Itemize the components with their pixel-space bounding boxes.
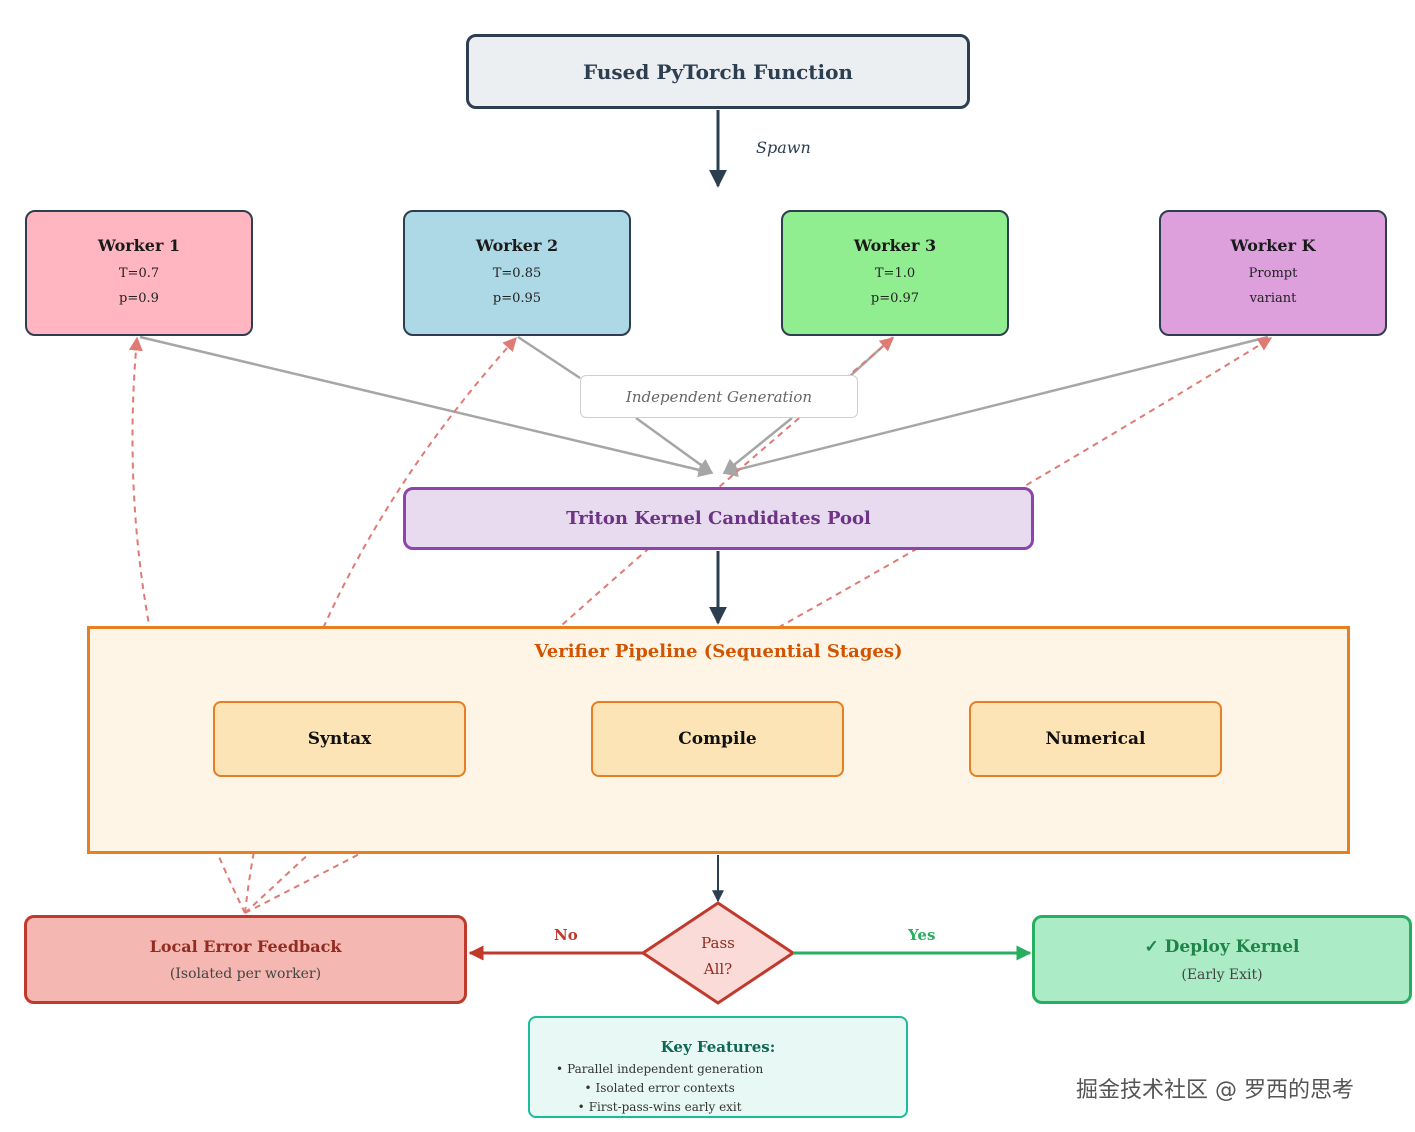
worker-param: T=1.0	[874, 265, 916, 281]
stage-syntax-box: Syntax	[213, 701, 466, 777]
independent-generation-label: Independent Generation	[625, 387, 813, 406]
worker-3-box: Worker 3 T=1.0 p=0.97	[781, 210, 1009, 336]
deploy-kernel-box: ✓ Deploy Kernel (Early Exit)	[1032, 915, 1412, 1004]
worker-title: Worker 2	[475, 235, 559, 255]
no-label: No	[554, 926, 578, 944]
decision-label: Pass All?	[693, 930, 743, 982]
fused-pytorch-function-box: Fused PyTorch Function	[466, 34, 970, 109]
independent-generation-label-box: Independent Generation	[580, 375, 858, 418]
source-title: Fused PyTorch Function	[583, 59, 853, 84]
worker-title: Worker K	[1230, 235, 1316, 255]
stage-label: Syntax	[307, 729, 372, 749]
worker-param: T=0.7	[118, 265, 160, 281]
key-features-list: •Parallel independent generation •Isolat…	[530, 1060, 763, 1117]
local-error-feedback-box: Local Error Feedback (Isolated per worke…	[24, 915, 467, 1004]
spawn-label: Spawn	[756, 138, 811, 157]
list-item: •First-pass-wins early exit	[556, 1098, 763, 1117]
pass-all-decision	[640, 901, 796, 1005]
worker2-to-pool-arrow	[517, 335, 581, 380]
pool-title: Triton Kernel Candidates Pool	[566, 508, 871, 529]
worker1-to-pool-arrow	[139, 335, 714, 478]
key-features-title: Key Features:	[660, 1038, 776, 1056]
stage-numerical-box: Numerical	[969, 701, 1222, 777]
verifier-title: Verifier Pipeline (Sequential Stages)	[534, 641, 903, 662]
yes-label: Yes	[908, 926, 936, 944]
worker-param: p=0.95	[492, 290, 542, 306]
worker-param: p=0.9	[119, 290, 159, 306]
bullet: •	[556, 1062, 564, 1076]
deploy-title: ✓ Deploy Kernel	[1144, 936, 1300, 957]
key-features-box: Key Features: •Parallel independent gene…	[528, 1016, 908, 1118]
list-item: •Parallel independent generation	[556, 1060, 763, 1079]
feature-text: Parallel independent generation	[567, 1062, 764, 1076]
worker-title: Worker 1	[97, 235, 181, 255]
decision-line2: All?	[703, 960, 733, 978]
watermark: 掘金技术社区 @ 罗西的思考	[1076, 1078, 1354, 1103]
stage-compile-box: Compile	[591, 701, 844, 777]
worker-param: variant	[1249, 290, 1297, 306]
workerk-to-pool-arrow	[722, 335, 1269, 478]
decision-line1: Pass	[701, 934, 735, 952]
list-item: •Isolated error contexts	[556, 1079, 763, 1098]
feature-text: Isolated error contexts	[595, 1081, 735, 1095]
stage-label: Compile	[678, 729, 757, 749]
bullet: •	[584, 1081, 592, 1095]
worker-param: Prompt	[1248, 265, 1298, 281]
error-feedback-subtitle: (Isolated per worker)	[169, 966, 322, 982]
candidates-pool-box: Triton Kernel Candidates Pool	[403, 487, 1034, 550]
worker-param: T=0.85	[492, 265, 542, 281]
worker-k-box: Worker K Prompt variant	[1159, 210, 1387, 336]
feature-text: First-pass-wins early exit	[588, 1100, 742, 1114]
worker-title: Worker 3	[853, 235, 937, 255]
feedback-to-worker1-arrow	[128, 336, 246, 914]
worker-1-box: Worker 1 T=0.7 p=0.9	[25, 210, 253, 336]
error-feedback-title: Local Error Feedback	[149, 937, 342, 956]
deploy-subtitle: (Early Exit)	[1181, 966, 1263, 983]
bullet: •	[577, 1100, 585, 1114]
worker-param: p=0.97	[870, 290, 920, 306]
worker-2-box: Worker 2 T=0.85 p=0.95	[403, 210, 631, 336]
stage-label: Numerical	[1045, 729, 1146, 749]
indep-to-pool-left-arrow	[635, 416, 714, 475]
